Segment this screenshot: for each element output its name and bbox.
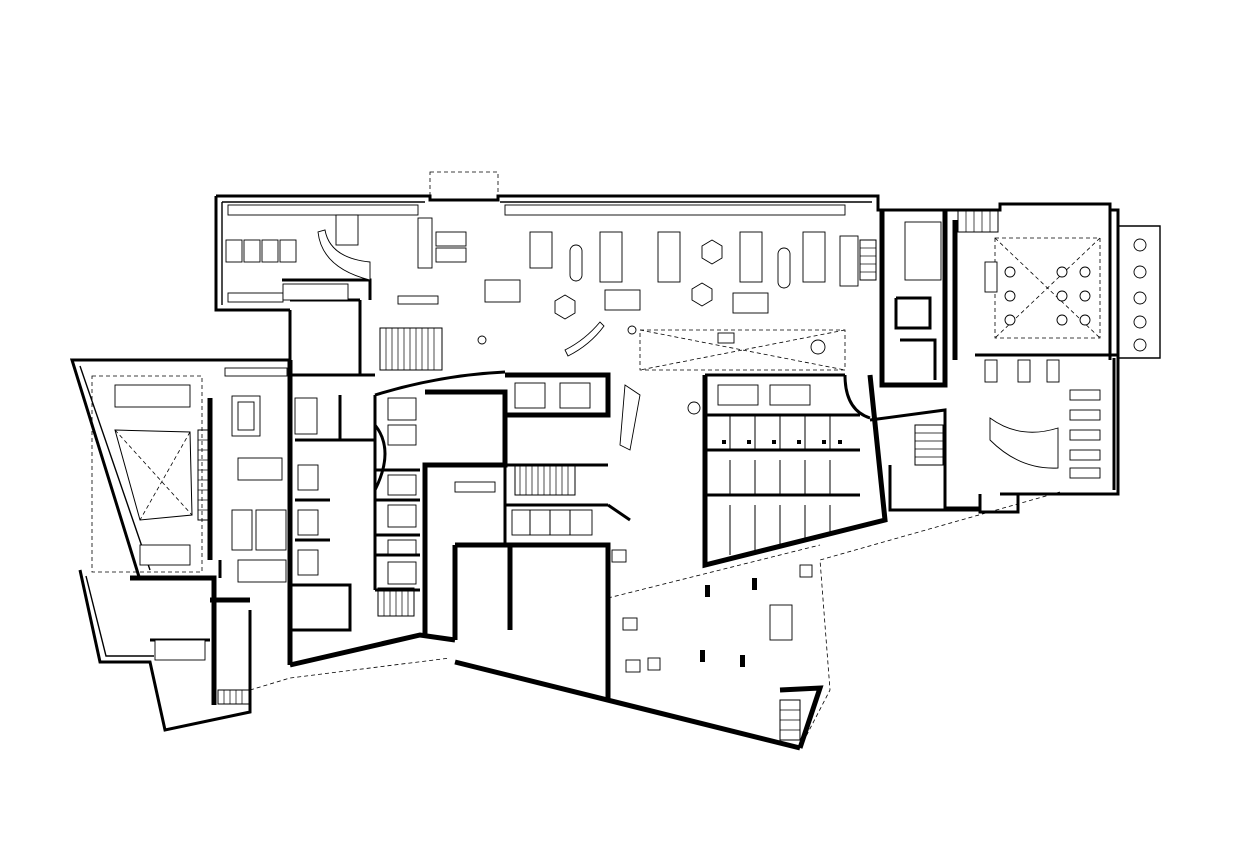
stair-south-east bbox=[779, 699, 801, 741]
cafe bbox=[904, 221, 1147, 479]
stair-south-west bbox=[377, 587, 415, 617]
stair-east bbox=[914, 424, 944, 466]
stair-cafe bbox=[957, 209, 999, 233]
east-office-cells bbox=[722, 415, 842, 555]
stair-west bbox=[197, 429, 211, 521]
south-hall-furniture bbox=[611, 549, 813, 673]
north-wing-furniture bbox=[225, 204, 859, 320]
stairs bbox=[197, 209, 999, 741]
west-wing-furniture bbox=[91, 367, 288, 661]
central-rooms bbox=[294, 382, 811, 585]
stair-annex bbox=[217, 689, 251, 705]
stair-core bbox=[514, 464, 576, 496]
lounge bbox=[477, 321, 846, 451]
interior-walls bbox=[210, 210, 1118, 700]
stair-north-central bbox=[379, 327, 443, 371]
stair-north-east bbox=[859, 239, 877, 281]
